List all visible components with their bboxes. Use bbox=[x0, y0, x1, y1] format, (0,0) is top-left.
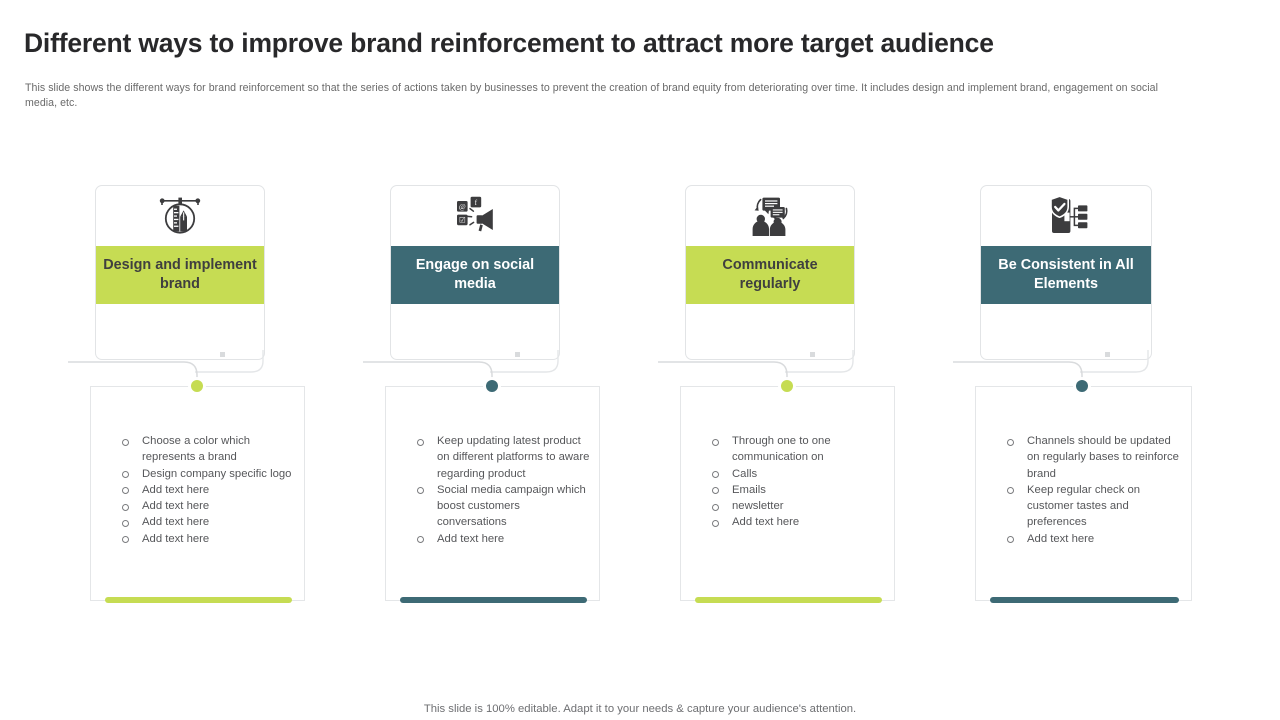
list-item: Channels should be updated on regularly … bbox=[1004, 433, 1183, 482]
card-connector-left-4 bbox=[953, 361, 1083, 392]
svg-text:@: @ bbox=[459, 202, 466, 211]
card-connector-left-1 bbox=[68, 361, 198, 392]
list-item: Add text here bbox=[119, 514, 296, 530]
node-dot-3 bbox=[781, 380, 793, 392]
design-tools-icon bbox=[96, 186, 264, 246]
list-item: Add text here bbox=[119, 498, 296, 514]
columns-container: Design and implement brand Choose a colo… bbox=[0, 180, 1280, 620]
accent-bar-1 bbox=[105, 597, 292, 603]
concept-card-3[interactable]: Communicate regularly bbox=[685, 185, 855, 360]
list-item: Add text here bbox=[119, 531, 296, 547]
megaphone-social-icon: @ f ☑ bbox=[391, 186, 559, 246]
list-item: Social media campaign which boost custom… bbox=[414, 482, 591, 531]
column-2: @ f ☑ bbox=[363, 180, 663, 620]
card-heading-4: Be Consistent in All Elements bbox=[981, 246, 1151, 304]
list-item: Add text here bbox=[709, 514, 886, 530]
connector-square-dot-4 bbox=[1105, 352, 1110, 357]
concept-card-2[interactable]: @ f ☑ bbox=[390, 185, 560, 360]
detail-list-box-2: Keep updating latest product on differen… bbox=[385, 386, 600, 603]
bullet-list-4: Channels should be updated on regularly … bbox=[1004, 433, 1183, 547]
connector-square-dot-3 bbox=[810, 352, 815, 357]
node-dot-1 bbox=[191, 380, 203, 392]
concept-card-4[interactable]: Be Consistent in All Elements bbox=[980, 185, 1152, 360]
list-item: Choose a color which represents a brand bbox=[119, 433, 296, 466]
node-dot-2 bbox=[486, 380, 498, 392]
accent-bar-4 bbox=[990, 597, 1179, 603]
card-connector-left-3 bbox=[658, 361, 788, 392]
shield-check-flowchart-icon bbox=[981, 186, 1151, 246]
page-title: Different ways to improve brand reinforc… bbox=[24, 28, 994, 58]
connector-square-dot-1 bbox=[220, 352, 225, 357]
card-connector-left-2 bbox=[363, 361, 493, 392]
column-4: Be Consistent in All Elements Channels s… bbox=[953, 180, 1253, 620]
node-dot-4 bbox=[1076, 380, 1088, 392]
list-item: Keep updating latest product on differen… bbox=[414, 433, 591, 482]
column-3: Communicate regularly Through one to one… bbox=[658, 180, 958, 620]
accent-bar-3 bbox=[695, 597, 882, 603]
detail-list-box-4: Channels should be updated on regularly … bbox=[975, 386, 1192, 603]
svg-text:f: f bbox=[475, 198, 478, 207]
card-heading-2: Engage on social media bbox=[391, 246, 559, 304]
people-chat-icon bbox=[686, 186, 854, 246]
slide-description: This slide shows the different ways for … bbox=[25, 82, 1158, 109]
list-item: Add text here bbox=[414, 531, 591, 547]
list-item: newsletter bbox=[709, 498, 886, 514]
column-1: Design and implement brand Choose a colo… bbox=[68, 180, 368, 620]
detail-list-box-3: Through one to one communication on Call… bbox=[680, 386, 895, 603]
list-item: Through one to one communication on bbox=[709, 433, 886, 466]
footer-note: This slide is 100% editable. Adapt it to… bbox=[423, 703, 857, 715]
list-item: Design company specific logo bbox=[119, 466, 296, 482]
accent-bar-2 bbox=[400, 597, 587, 603]
list-item: Emails bbox=[709, 482, 886, 498]
concept-card-1[interactable]: Design and implement brand bbox=[95, 185, 265, 360]
bullet-list-3: Through one to one communication on Call… bbox=[709, 433, 886, 531]
detail-list-box-1: Choose a color which represents a brand … bbox=[90, 386, 305, 603]
card-heading-1: Design and implement brand bbox=[96, 246, 264, 304]
list-item: Keep regular check on customer tastes an… bbox=[1004, 482, 1183, 531]
list-item: Add text here bbox=[119, 482, 296, 498]
bullet-list-1: Choose a color which represents a brand … bbox=[119, 433, 296, 547]
svg-text:☑: ☑ bbox=[459, 216, 466, 225]
bullet-list-2: Keep updating latest product on differen… bbox=[414, 433, 591, 547]
card-heading-3: Communicate regularly bbox=[686, 246, 854, 304]
list-item: Add text here bbox=[1004, 531, 1183, 547]
connector-square-dot-2 bbox=[515, 352, 520, 357]
list-item: Calls bbox=[709, 466, 886, 482]
